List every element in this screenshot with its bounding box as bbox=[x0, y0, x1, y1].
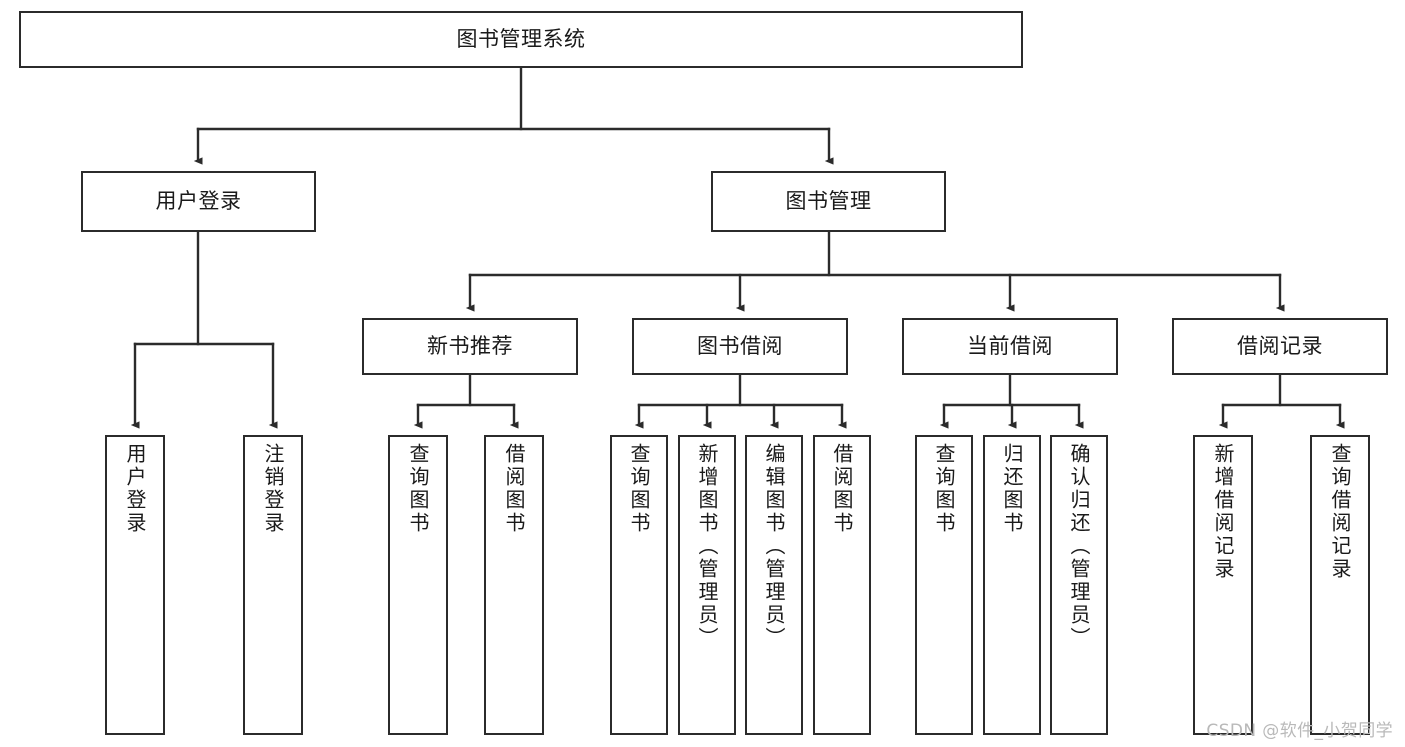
root-to-level2-connectors bbox=[193, 66, 834, 165]
node-label: 用户登录 bbox=[123, 443, 147, 535]
node-label: 图书管理 bbox=[785, 189, 872, 214]
node-label: 查询图书 bbox=[406, 443, 430, 535]
node-label: 借阅图书 bbox=[502, 443, 526, 535]
node-label: 借阅图书 bbox=[830, 443, 854, 535]
node-label: 编辑图书（管理员） bbox=[762, 443, 786, 650]
node-label: 新增图书（管理员） bbox=[695, 443, 719, 650]
node-label: 用户登录 bbox=[155, 189, 242, 214]
node-leaf-confirm-return-admin[interactable]: 确认归还（管理员） bbox=[1050, 435, 1108, 735]
node-leaf-logout[interactable]: 注销登录 bbox=[243, 435, 303, 735]
node-leaf-query-book-recommend[interactable]: 查询图书 bbox=[388, 435, 448, 735]
current-borrow-to-leaves-connectors bbox=[939, 373, 1084, 429]
node-new-book-recommend[interactable]: 新书推荐 bbox=[362, 318, 578, 375]
node-leaf-return-book[interactable]: 归还图书 bbox=[983, 435, 1041, 735]
node-book-borrow[interactable]: 图书借阅 bbox=[632, 318, 848, 375]
node-label: 确认归还（管理员） bbox=[1067, 443, 1091, 650]
book-management-to-level3-connectors bbox=[465, 230, 1285, 312]
node-leaf-add-book-admin[interactable]: 新增图书（管理员） bbox=[678, 435, 736, 735]
node-leaf-add-borrow-record[interactable]: 新增借阅记录 bbox=[1193, 435, 1253, 735]
new-book-recommend-to-leaves-connectors bbox=[413, 373, 519, 429]
node-leaf-borrow-book[interactable]: 借阅图书 bbox=[813, 435, 871, 735]
node-leaf-query-borrow-record[interactable]: 查询借阅记录 bbox=[1310, 435, 1370, 735]
node-label: 新增借阅记录 bbox=[1211, 443, 1235, 581]
user-login-to-leaves-connectors bbox=[130, 230, 278, 429]
csdn-watermark: CSDN @软件_小贺同学 bbox=[1206, 721, 1393, 741]
node-label: 注销登录 bbox=[261, 443, 285, 535]
node-user-login[interactable]: 用户登录 bbox=[81, 171, 316, 232]
node-leaf-user-login[interactable]: 用户登录 bbox=[105, 435, 165, 735]
node-leaf-borrow-book-recommend[interactable]: 借阅图书 bbox=[484, 435, 544, 735]
borrow-record-to-leaves-connectors bbox=[1218, 373, 1345, 429]
node-borrow-record[interactable]: 借阅记录 bbox=[1172, 318, 1388, 375]
node-book-management[interactable]: 图书管理 bbox=[711, 171, 946, 232]
node-label: 查询图书 bbox=[932, 443, 956, 535]
node-label: 图书管理系统 bbox=[456, 27, 586, 52]
node-label: 归还图书 bbox=[1000, 443, 1024, 535]
node-label: 新书推荐 bbox=[427, 334, 513, 359]
node-label: 当前借阅 bbox=[967, 334, 1053, 359]
node-label: 借阅记录 bbox=[1237, 334, 1323, 359]
node-label: 查询借阅记录 bbox=[1328, 443, 1352, 581]
node-leaf-query-book-current[interactable]: 查询图书 bbox=[915, 435, 973, 735]
node-root-book-management-system[interactable]: 图书管理系统 bbox=[19, 11, 1023, 68]
node-label: 查询图书 bbox=[627, 443, 651, 535]
node-leaf-query-book-borrow[interactable]: 查询图书 bbox=[610, 435, 668, 735]
book-borrow-to-leaves-connectors bbox=[634, 373, 847, 429]
node-label: 图书借阅 bbox=[697, 334, 783, 359]
node-current-borrow[interactable]: 当前借阅 bbox=[902, 318, 1118, 375]
node-leaf-edit-book-admin[interactable]: 编辑图书（管理员） bbox=[745, 435, 803, 735]
